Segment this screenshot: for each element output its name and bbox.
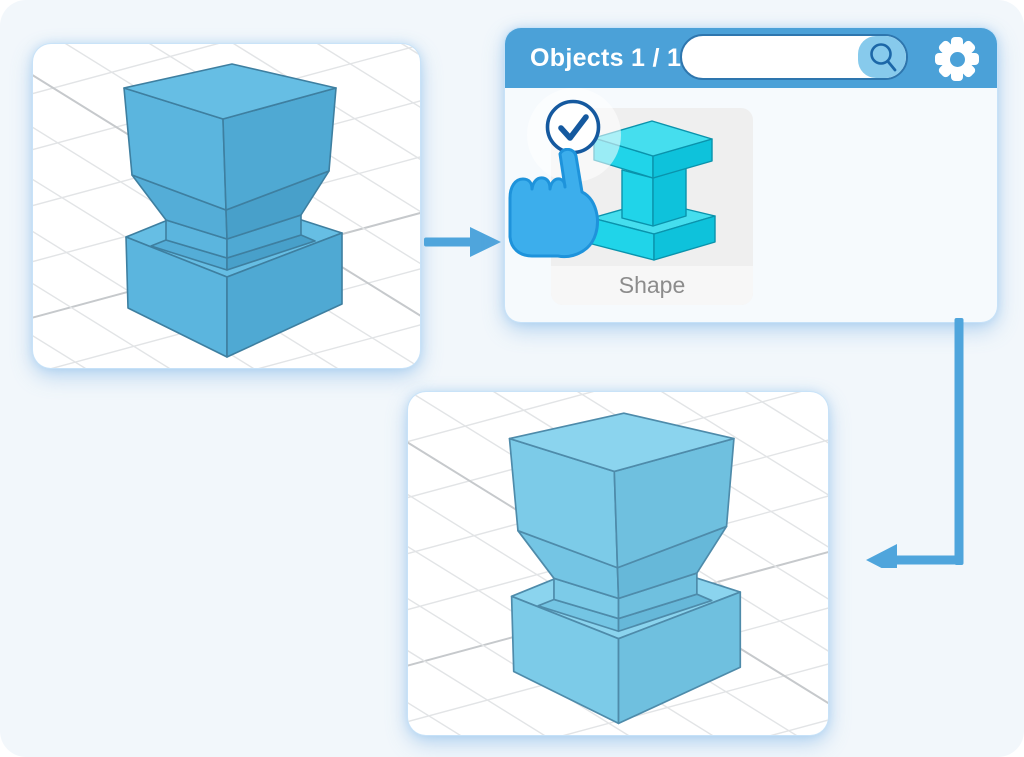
- shape-item-thumbnail: [551, 108, 753, 266]
- arrow-elbow-down-left-icon: [866, 318, 964, 568]
- shape-3d-thumbnail: [591, 120, 716, 261]
- shape-item-label: Shape: [551, 266, 753, 305]
- panel-title: Objects 1 / 1: [530, 43, 682, 72]
- objects-panel: Objects 1 / 1: [505, 28, 997, 322]
- gear-hole: [949, 51, 965, 67]
- shape-3d-before: [124, 64, 342, 357]
- shape-3d-after: [509, 413, 741, 724]
- viewport-before: [33, 44, 420, 368]
- arrow-right-icon: [424, 227, 501, 257]
- magnifier-icon: [870, 43, 897, 72]
- search-button[interactable]: [858, 36, 906, 78]
- viewport-after: [408, 392, 828, 735]
- pointing-hand-cursor-icon: [508, 148, 599, 259]
- settings-gear-icon[interactable]: [933, 35, 981, 83]
- objects-panel-header: Objects 1 / 1: [505, 28, 997, 88]
- search-box[interactable]: [680, 34, 908, 80]
- search-input[interactable]: [682, 46, 858, 68]
